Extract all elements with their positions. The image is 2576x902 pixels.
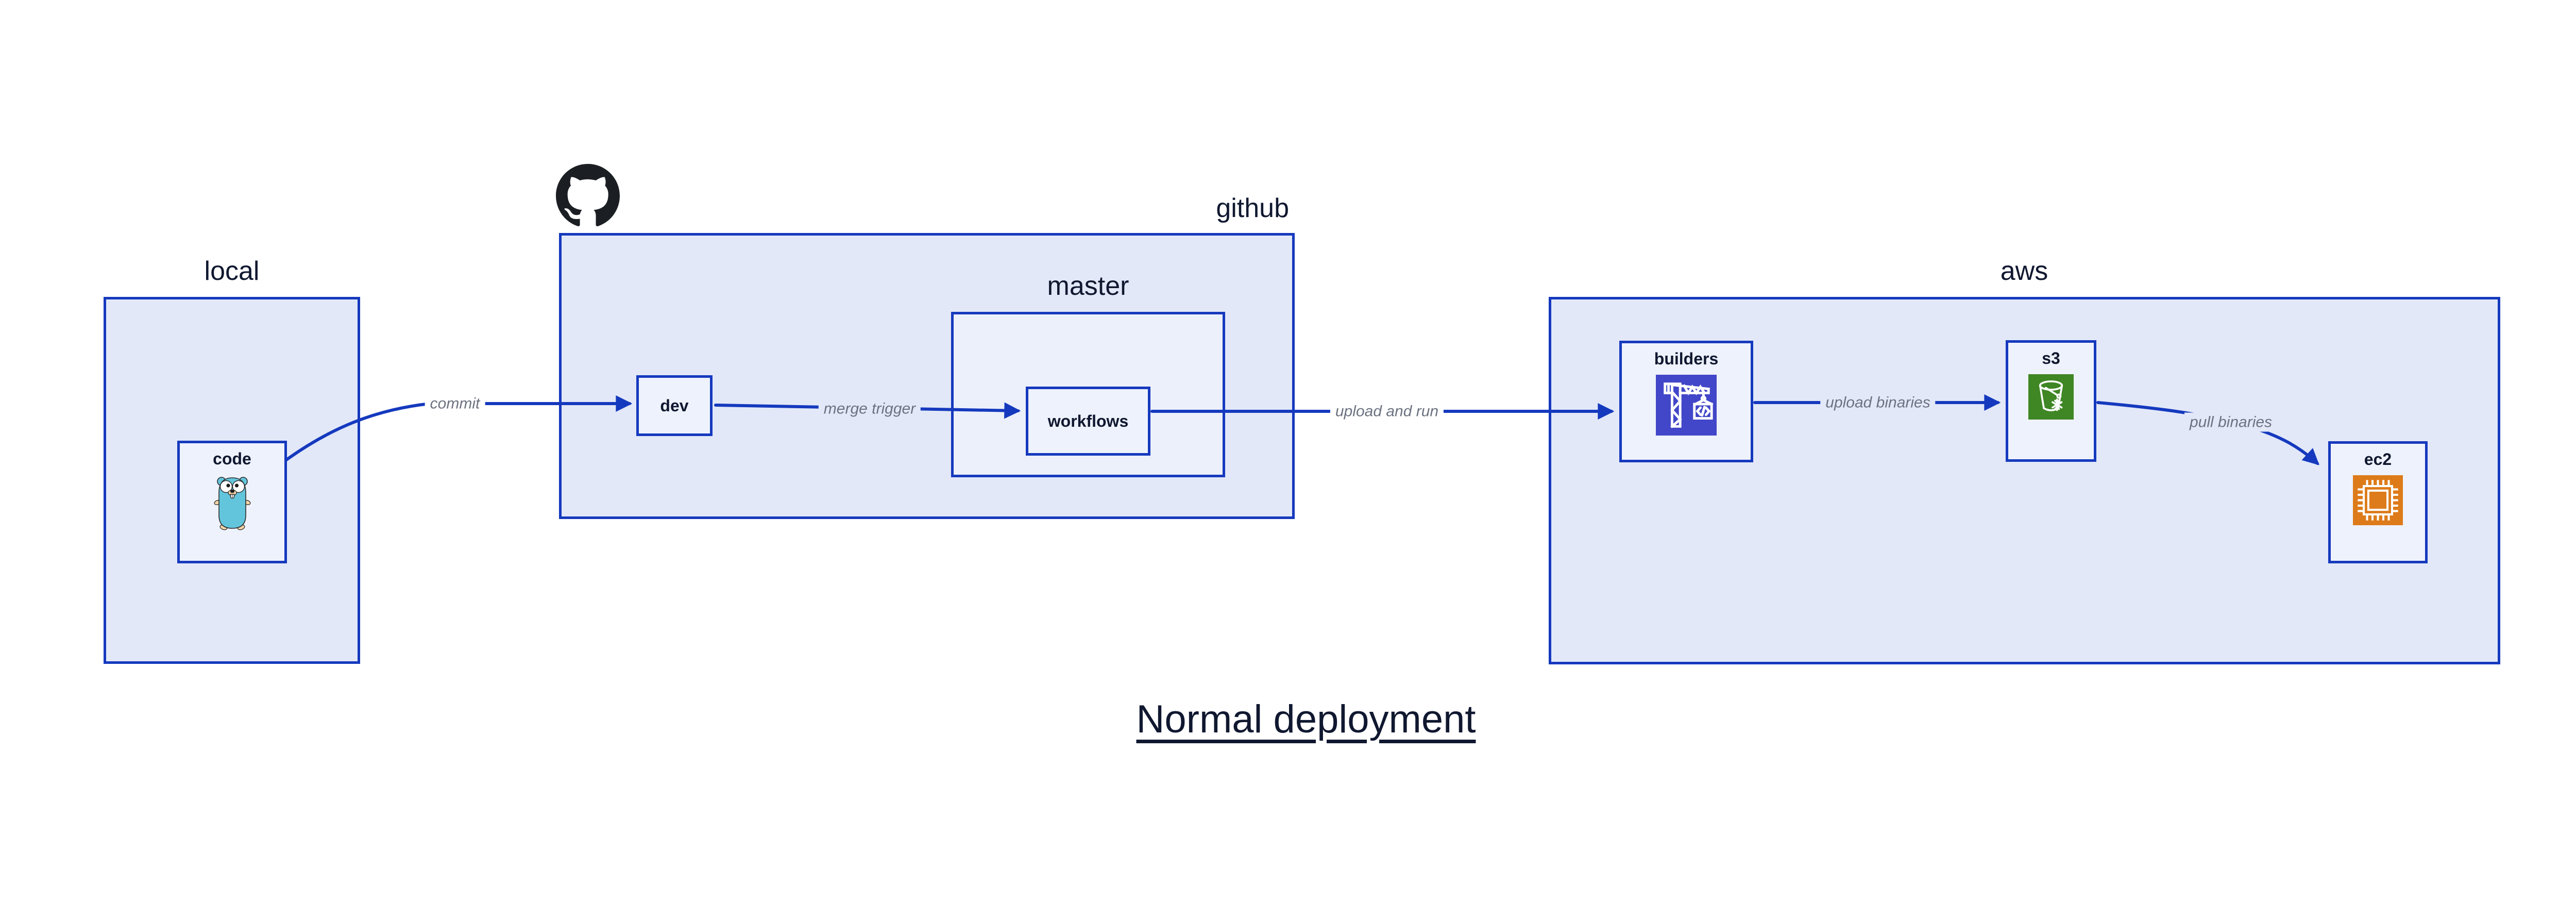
node-s3-label: s3	[2042, 349, 2060, 368]
diagram-title: Normal deployment	[1136, 697, 1476, 741]
node-builders-label: builders	[1654, 349, 1719, 368]
node-code-label: code	[213, 449, 251, 468]
github-logo-icon	[556, 164, 620, 226]
group-local-label: local	[204, 256, 260, 286]
edge-label-upload-and-run: upload and run	[1330, 402, 1444, 421]
group-aws-label: aws	[2000, 256, 2048, 286]
node-code: code	[177, 441, 287, 563]
edge-label-upload-binaries: upload binaries	[1820, 393, 1936, 412]
edge-label-commit: commit	[425, 394, 485, 413]
ec2-chip-icon	[2353, 475, 2403, 525]
group-master-label: master	[1047, 271, 1129, 301]
node-workflows-label: workflows	[1047, 411, 1129, 430]
node-s3: s3	[2006, 340, 2096, 462]
node-workflows: workflows	[1026, 387, 1150, 456]
codebuild-crane-icon	[1656, 375, 1717, 436]
node-dev-label: dev	[660, 396, 689, 415]
s3-bucket-icon	[2028, 374, 2074, 420]
edge-label-pull-binaries: pull binaries	[2184, 412, 2278, 432]
edge-label-merge-trigger: merge trigger	[818, 399, 921, 419]
go-gopher-icon	[214, 477, 250, 530]
node-builders: builders	[1619, 341, 1753, 462]
node-ec2-label: ec2	[2364, 450, 2392, 469]
node-dev: dev	[636, 375, 713, 436]
group-github-label: github	[1216, 193, 1289, 223]
node-ec2: ec2	[2328, 441, 2428, 563]
